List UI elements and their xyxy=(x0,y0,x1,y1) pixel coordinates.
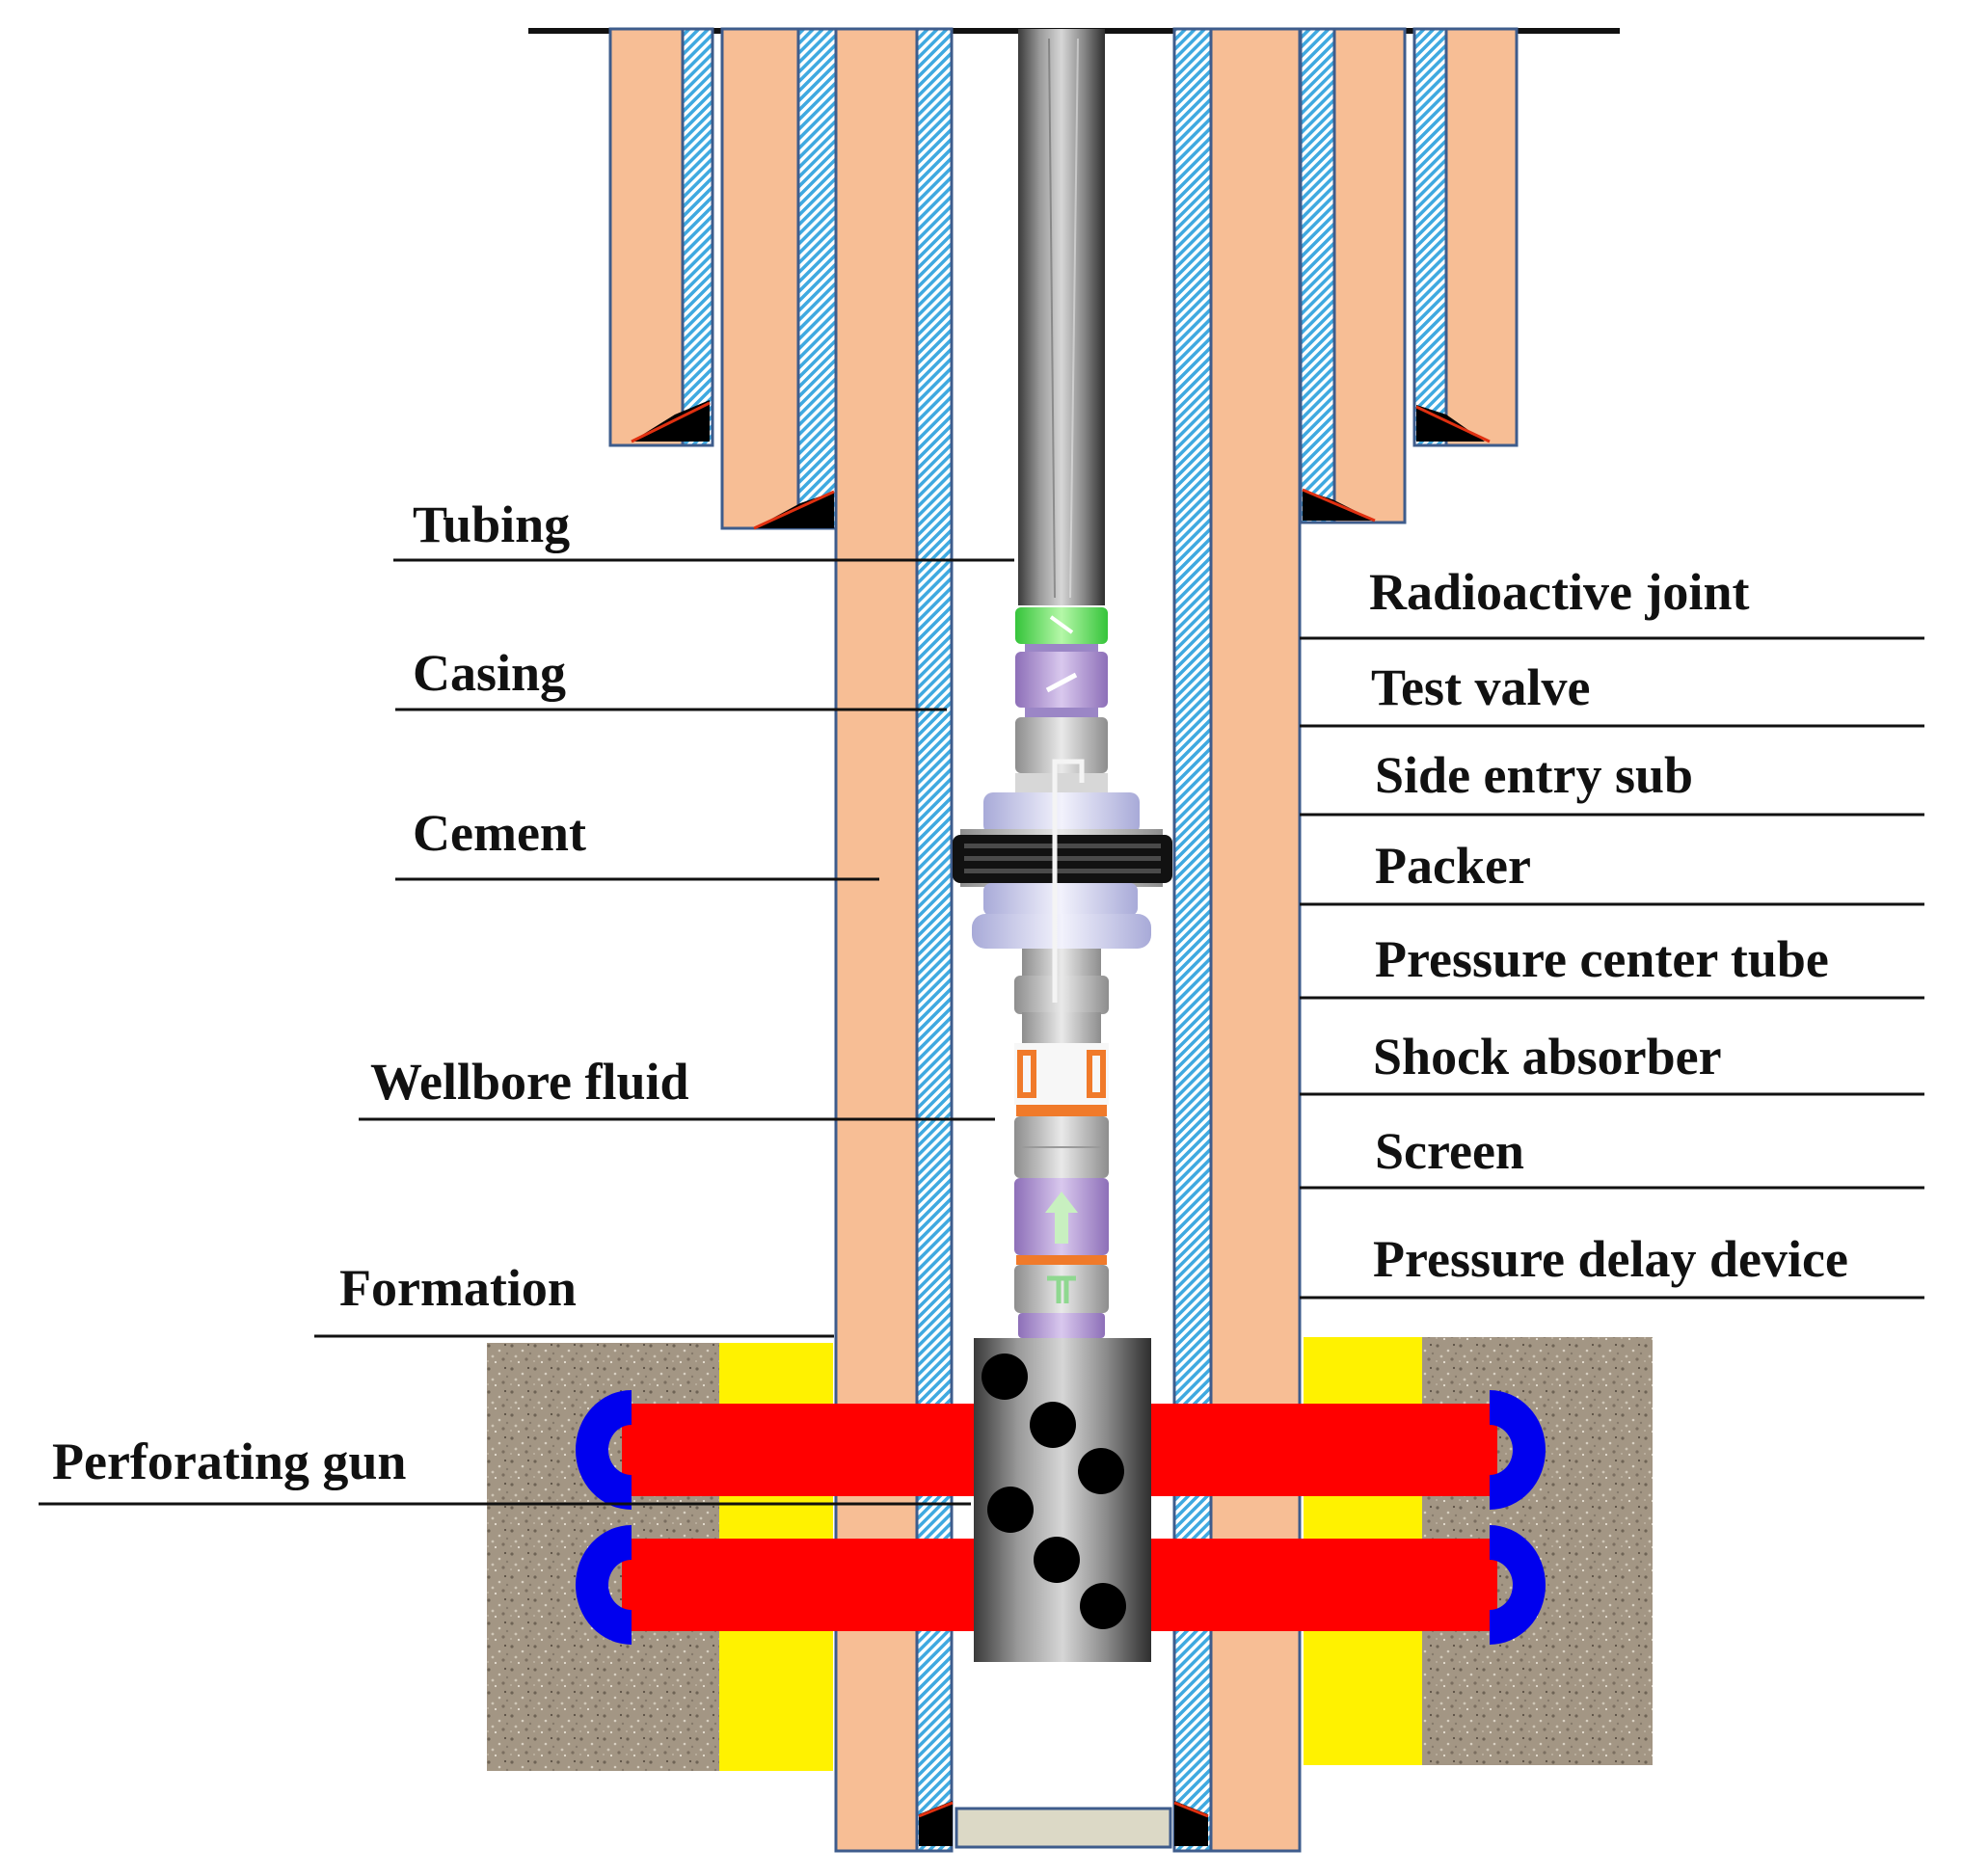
side-entry-sub xyxy=(1015,717,1108,794)
label-side-entry-sub: Side entry sub xyxy=(1375,746,1693,804)
perforation-tunnels xyxy=(622,1404,1497,1631)
label-casing: Casing xyxy=(413,644,566,702)
packer-lower xyxy=(972,883,1151,949)
label-packer: Packer xyxy=(1375,837,1531,895)
label-tubing: Tubing xyxy=(413,496,570,553)
center-tube-line xyxy=(1052,759,1085,1003)
leader-lines-right xyxy=(1300,636,1924,1300)
outer-casing-left-1 xyxy=(608,27,714,447)
outer-casing-right-2 xyxy=(1299,27,1407,524)
label-screen: Screen xyxy=(1375,1122,1524,1180)
connector-1 xyxy=(1025,644,1098,652)
packer-elements xyxy=(953,835,1172,883)
label-formation: Formation xyxy=(339,1259,577,1317)
valve-section xyxy=(1014,1178,1109,1265)
label-perforating-gun: Perforating gun xyxy=(52,1433,406,1490)
outer-casing-right-1 xyxy=(1412,27,1519,447)
test-valve xyxy=(1015,652,1108,708)
outer-casing-left-2 xyxy=(720,27,838,530)
label-shock-absorber: Shock absorber xyxy=(1373,1028,1722,1085)
label-wellbore-fluid: Wellbore fluid xyxy=(370,1053,689,1111)
pressure-delay-device xyxy=(1014,1265,1109,1338)
label-radioactive-joint: Radioactive joint xyxy=(1369,563,1749,621)
leader-lines-left xyxy=(39,558,1014,1506)
tubing xyxy=(1018,29,1105,605)
perforating-gun xyxy=(974,1338,1151,1662)
label-pressure-delay-device: Pressure delay device xyxy=(1373,1230,1848,1288)
connector-2 xyxy=(1025,708,1098,717)
screen xyxy=(1014,1116,1109,1178)
bottom-plug xyxy=(955,1807,1172,1849)
casing-shoe xyxy=(918,1801,1209,1846)
perforation-tips xyxy=(576,1390,1546,1645)
shock-absorber xyxy=(1014,1043,1109,1116)
label-test-valve: Test valve xyxy=(1371,658,1591,716)
label-pressure-center-tube: Pressure center tube xyxy=(1375,930,1829,988)
label-cement: Cement xyxy=(413,804,586,862)
pressure-center-tube xyxy=(1014,949,1109,1043)
radioactive-joint xyxy=(1015,607,1108,644)
